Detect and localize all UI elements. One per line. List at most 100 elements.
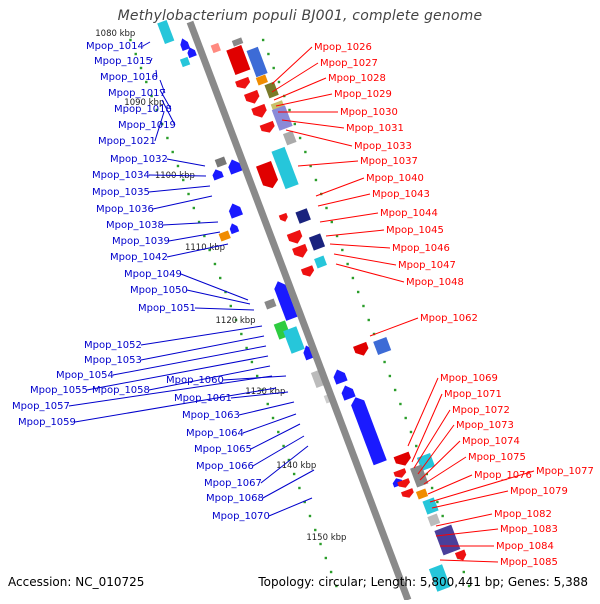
gene-leader-left bbox=[238, 401, 295, 416]
tick-dot-right bbox=[298, 136, 302, 140]
gene-leader-right bbox=[419, 440, 461, 481]
gene-label-right: Mpop_1085 bbox=[500, 557, 558, 568]
gene-label-left: Mpop_1066 bbox=[196, 461, 254, 472]
gene-leader-left bbox=[68, 375, 273, 407]
gene-leader-right bbox=[271, 46, 313, 85]
gene-red-arrow-2 bbox=[243, 89, 260, 104]
gene-cyan-1 bbox=[157, 19, 175, 45]
tick-dot-left bbox=[240, 332, 243, 336]
gene-gray-2 bbox=[282, 130, 297, 146]
gene-leader-right bbox=[285, 129, 353, 147]
gene-red-arrow-13 bbox=[400, 488, 414, 498]
tick-dot-left bbox=[150, 94, 153, 98]
gene-leader-right bbox=[411, 393, 443, 463]
gene-red-2 bbox=[256, 161, 279, 189]
tick-dot-left bbox=[292, 472, 296, 476]
gene-leader-left bbox=[148, 174, 207, 177]
gene-gray-7 bbox=[410, 464, 429, 488]
gene-red-arrow-4 bbox=[259, 120, 275, 133]
gene-features bbox=[157, 19, 467, 592]
tick-dot-right bbox=[309, 164, 312, 168]
gene-leader-right bbox=[335, 263, 405, 283]
gene-leader-left bbox=[250, 423, 301, 450]
gene-label-right: Mpop_1048 bbox=[406, 277, 464, 288]
gene-label-left: Mpop_1017 bbox=[108, 88, 166, 99]
tick-dot-right bbox=[346, 262, 349, 266]
gene-label-right: Mpop_1074 bbox=[462, 436, 520, 447]
gene-leader-right bbox=[317, 193, 371, 207]
gene-leader-left bbox=[148, 365, 271, 391]
tick-dot-left bbox=[250, 360, 254, 364]
gene-purple-1 bbox=[271, 105, 293, 131]
gene-label-left: Mpop_1065 bbox=[194, 444, 252, 455]
gene-leader-left bbox=[180, 273, 249, 301]
gene-leader-left bbox=[262, 469, 315, 499]
tick-dot-right bbox=[383, 360, 386, 364]
gene-blue-7 bbox=[229, 223, 240, 235]
gene-label-left: Mpop_1032 bbox=[110, 154, 168, 165]
tick-dot-left bbox=[203, 234, 206, 238]
gene-label-left: Mpop_1016 bbox=[100, 72, 158, 83]
tick-dot-left bbox=[192, 206, 196, 210]
tick-dot-left bbox=[271, 416, 275, 420]
tick-dot-left bbox=[319, 542, 322, 546]
gene-leader-left bbox=[150, 57, 153, 62]
gene-blue-5 bbox=[212, 169, 224, 181]
gene-red-arrow-6 bbox=[286, 229, 303, 244]
tick-dot-left bbox=[266, 402, 269, 406]
gene-red-arrow-8 bbox=[300, 265, 315, 277]
gene-blue-4 bbox=[228, 159, 243, 175]
gene-leader-right bbox=[427, 474, 473, 495]
gene-label-left: Mpop_1050 bbox=[130, 285, 188, 296]
gene-leader-right bbox=[431, 490, 509, 509]
kbp-label: 1150 kbp bbox=[306, 533, 346, 543]
gene-navy-1 bbox=[295, 208, 311, 224]
gene-cyan-5 bbox=[283, 326, 305, 354]
tick-dot-right bbox=[267, 52, 270, 56]
gene-leader-right bbox=[435, 513, 493, 527]
gene-leader-left bbox=[230, 391, 289, 399]
gene-label-right: Mpop_1040 bbox=[366, 173, 424, 184]
gene-leader-left bbox=[186, 289, 251, 305]
tick-dot-left bbox=[145, 80, 148, 84]
tick-dot-tracks bbox=[129, 38, 471, 588]
tick-dot-right bbox=[293, 122, 297, 126]
right-gene-labels: Mpop_1026Mpop_1027Mpop_1028Mpop_1029Mpop… bbox=[271, 42, 594, 568]
gene-label-right: Mpop_1037 bbox=[360, 156, 418, 167]
gene-leader-right bbox=[333, 253, 397, 266]
gene-label-right: Mpop_1029 bbox=[334, 89, 392, 100]
tick-dot-right bbox=[356, 290, 360, 294]
tick-dot-left bbox=[282, 444, 285, 448]
gene-blue-13 bbox=[351, 397, 387, 466]
gene-label-right: Mpop_1079 bbox=[510, 486, 568, 497]
tick-dot-left bbox=[277, 430, 280, 434]
gene-leader-left bbox=[155, 69, 158, 78]
gene-red-arrow-5 bbox=[278, 212, 288, 222]
gene-blue-6 bbox=[228, 203, 243, 219]
gene-navy-2 bbox=[308, 233, 326, 251]
gene-purple-2 bbox=[434, 524, 461, 556]
gene-blue-1 bbox=[180, 38, 191, 52]
tick-dot-right bbox=[388, 374, 392, 378]
tick-dot-left bbox=[208, 248, 211, 252]
gene-label-right: Mpop_1077 bbox=[536, 466, 594, 477]
tick-dot-right bbox=[436, 500, 439, 504]
gene-leader-left bbox=[159, 79, 166, 94]
gene-leader-left bbox=[112, 345, 267, 376]
tick-dot-right bbox=[351, 276, 355, 280]
tick-dot-left bbox=[197, 220, 201, 224]
gene-label-left: Mpop_1021 bbox=[98, 136, 156, 147]
gene-leader-right bbox=[439, 559, 499, 563]
gene-red-arrow-14 bbox=[454, 549, 467, 561]
topology-text: Topology: circular; Length: 5,800,441 bp… bbox=[258, 575, 588, 589]
gene-label-left: Mpop_1036 bbox=[96, 204, 154, 215]
tick-dot-right bbox=[314, 178, 318, 182]
gene-gray-8 bbox=[427, 513, 441, 527]
tick-dot-left bbox=[129, 38, 132, 42]
kbp-label: 1110 kbp bbox=[185, 243, 225, 253]
gene-blue-12 bbox=[341, 385, 356, 401]
gene-label-right: Mpop_1028 bbox=[328, 73, 386, 84]
tick-dot-right bbox=[441, 514, 444, 518]
tick-dot-left bbox=[245, 346, 248, 350]
